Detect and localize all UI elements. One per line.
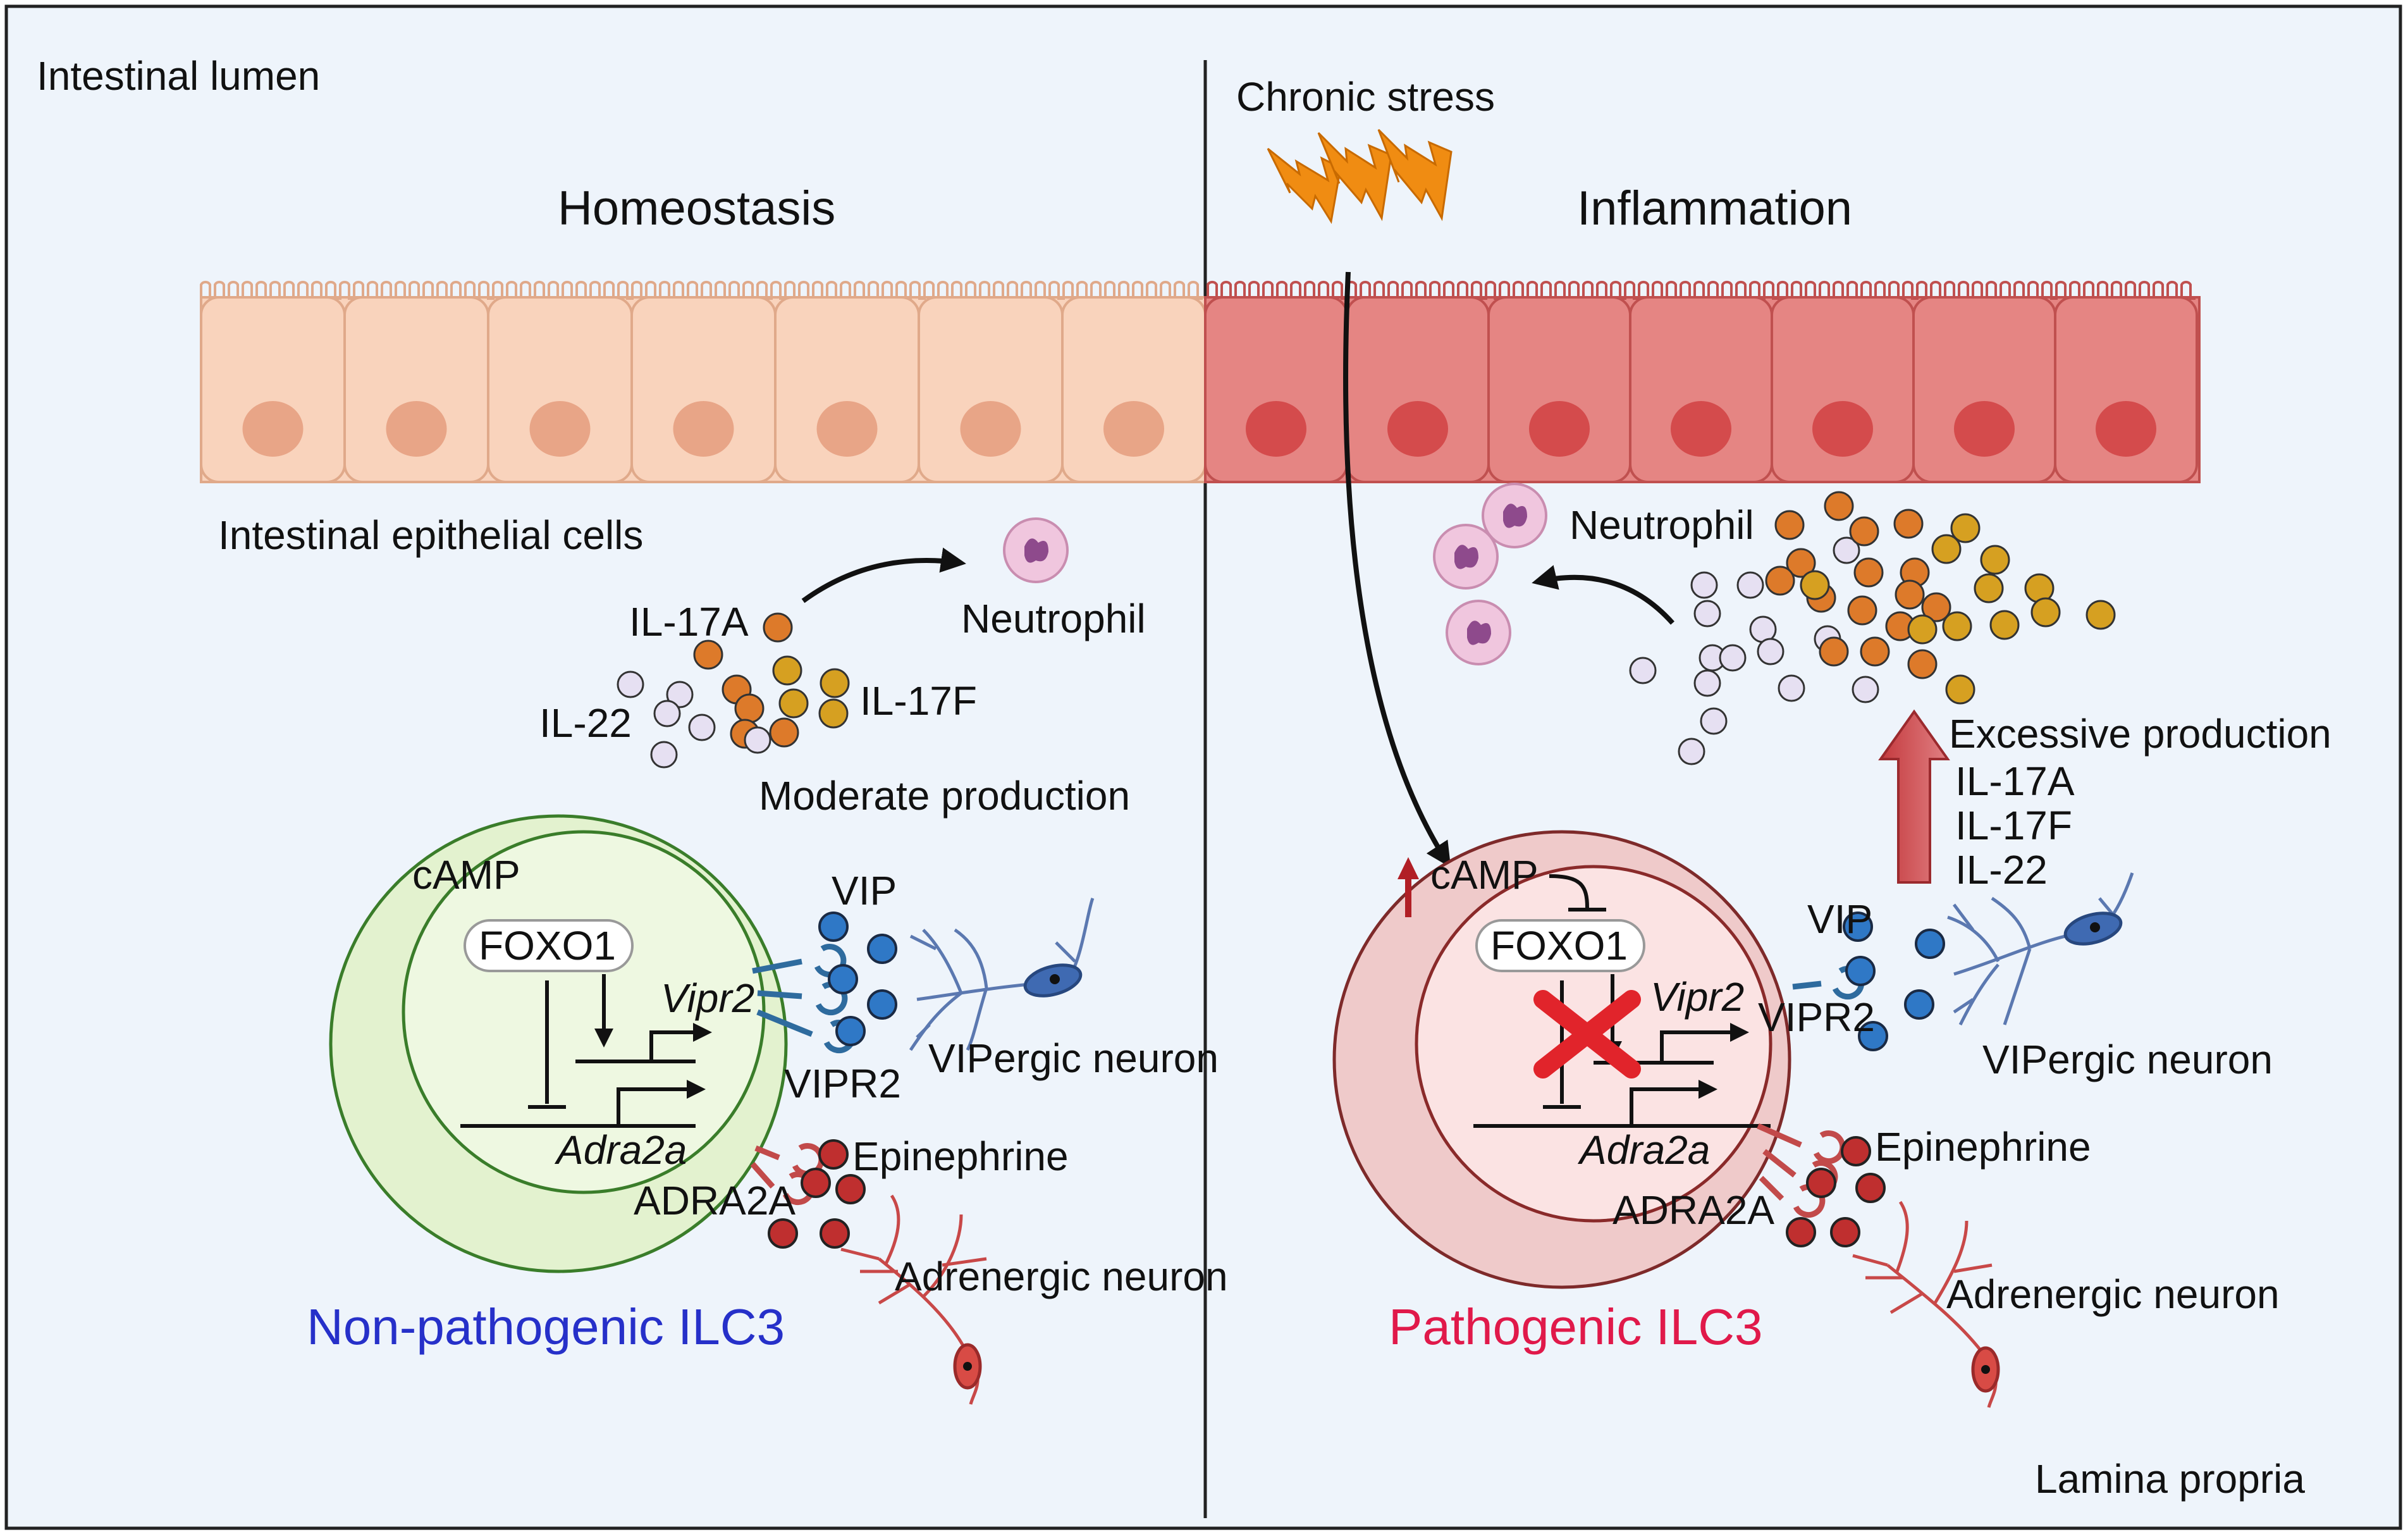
background — [4, 4, 2402, 1530]
right-epinephrine-ligands — [1786, 1136, 1886, 1247]
left-cytokines — [617, 612, 850, 769]
chronic-stress-label: Chronic stress — [1236, 74, 1495, 120]
left-epinephrine-ligands — [768, 1139, 866, 1249]
right-vipr2-gene-label: Vipr2 — [1650, 974, 1744, 1020]
lamina-label: Lamina propria — [2035, 1456, 2305, 1502]
left-foxo1-box — [464, 919, 634, 972]
lightning-icon — [1267, 128, 1453, 225]
right-camp-label: cAMP — [1430, 852, 1539, 898]
stress-arrow — [1343, 271, 1451, 868]
left-vipergic-neuron-icon — [909, 898, 1095, 1051]
right-il22-label: IL-22 — [1955, 847, 2048, 893]
right-il17f-label: IL-17F — [1955, 803, 2072, 848]
left-epinephrine-label: Epinephrine — [852, 1134, 1069, 1179]
right-adrenergic-neuron-label: Adrenergic neuron — [1946, 1271, 2280, 1317]
right-epinephrine-label: Epinephrine — [1875, 1124, 2091, 1170]
right-foxo1-label: FOXO1 — [1490, 923, 1628, 968]
left-cell-title: Non-pathogenic ILC3 — [307, 1299, 785, 1355]
up-arrow-icon — [1878, 709, 1950, 884]
left-adra2a-label: ADRA2A — [634, 1178, 796, 1223]
left-neutrophil-label: Neutrophil — [961, 596, 1146, 641]
left-il17a-label: IL-17A — [629, 599, 749, 645]
excessive-label: Excessive production — [1949, 711, 2331, 757]
right-vipr2-label: VIPR2 — [1758, 994, 1875, 1040]
right-il17a-label: IL-17A — [1955, 758, 2075, 804]
right-neutrophil-arrow — [1532, 565, 1674, 625]
left-camp-label: cAMP — [412, 852, 520, 898]
left-vip-label: VIP — [832, 868, 897, 913]
right-vipergic-neuron-icon — [1947, 872, 2134, 1026]
iec-label: Intestinal epithelial cells — [218, 512, 643, 558]
left-neutrophil-arrow — [801, 547, 966, 603]
left-adrenergic-neuron-label: Adrenergic neuron — [895, 1254, 1228, 1299]
lumen-label: Intestinal lumen — [37, 53, 320, 99]
right-cytokines — [1629, 491, 2116, 765]
right-vipergic-neuron-label: VIPergic neuron — [1982, 1037, 2273, 1082]
right-cell-title: Pathogenic ILC3 — [1389, 1299, 1763, 1355]
right-foxo1-box — [1475, 919, 1645, 972]
inhibition-x-icon — [1533, 990, 1641, 1079]
moderate-label: Moderate production — [759, 773, 1130, 819]
right-vip-label: VIP — [1807, 896, 1872, 942]
inflammation-title: Inflammation — [1577, 182, 1852, 235]
right-camp-inhibit — [1549, 874, 1606, 912]
left-gene-diagram — [460, 974, 712, 1128]
right-camp-up-arrow — [1398, 857, 1419, 917]
healthy-epithelium — [200, 280, 1207, 483]
right-neutrophil-label: Neutrophil — [1570, 502, 1754, 548]
right-adrenergic-neuron-icon — [1852, 1201, 2000, 1408]
left-adra2a-gene-label: Adra2a — [554, 1127, 687, 1173]
homeostasis-title: Homeostasis — [558, 182, 835, 235]
neutrophil-icon — [1003, 483, 1547, 665]
left-il17f-label: IL-17F — [860, 678, 977, 724]
right-vip-ligands — [1843, 912, 1945, 1051]
left-adrenergic-neuron-icon — [840, 1194, 987, 1405]
left-vipr2-label: VIPR2 — [784, 1061, 901, 1106]
left-vip-ligands — [818, 912, 897, 1046]
left-foxo1-label: FOXO1 — [479, 923, 616, 968]
right-adra2a-label: ADRA2A — [1612, 1187, 1774, 1233]
right-adra2a-gene-label: Adra2a — [1577, 1127, 1710, 1173]
left-il22-label: IL-22 — [539, 700, 632, 746]
left-vipr2-gene-label: Vipr2 — [661, 975, 754, 1021]
inflamed-epithelium — [1204, 280, 2201, 483]
left-vipergic-neuron-label: VIPergic neuron — [928, 1035, 1219, 1081]
